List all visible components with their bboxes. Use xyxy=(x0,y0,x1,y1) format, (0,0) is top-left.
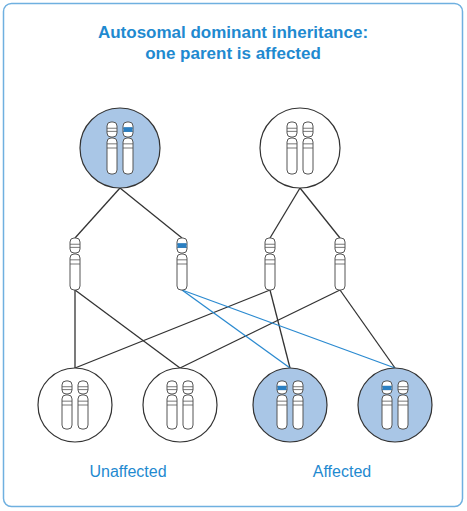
inheritance-line xyxy=(75,290,180,368)
group-label: Affected xyxy=(313,462,371,482)
chromosome xyxy=(107,122,117,174)
gamete-line xyxy=(75,188,120,238)
chromosome xyxy=(398,381,408,429)
inheritance-line xyxy=(180,290,340,368)
mutation-band xyxy=(383,386,392,390)
person-circle xyxy=(253,368,327,442)
gamete-line xyxy=(120,188,182,238)
chromosome xyxy=(287,122,297,174)
chromosome xyxy=(303,122,313,174)
person-circle xyxy=(38,368,112,442)
mutation-band xyxy=(178,243,187,248)
inheritance-line xyxy=(340,290,395,368)
mutation-band xyxy=(278,386,287,390)
chromosome xyxy=(177,238,187,290)
group-label: Unaffected xyxy=(89,462,166,482)
chromosome xyxy=(78,381,88,429)
frame xyxy=(4,4,463,507)
person-circle xyxy=(260,108,340,188)
inheritance-line xyxy=(74,290,75,368)
chromosome xyxy=(70,238,80,290)
chromosome xyxy=(123,122,133,174)
inheritance-line xyxy=(75,290,270,368)
chromosome xyxy=(167,381,177,429)
chromosome xyxy=(277,381,287,429)
chromosome xyxy=(335,238,345,290)
gamete-line xyxy=(300,188,340,238)
affected-inheritance-line xyxy=(182,290,395,368)
chromosome xyxy=(382,381,392,429)
mutation-band xyxy=(124,127,133,132)
chromosome xyxy=(265,238,275,290)
person-circle xyxy=(143,368,217,442)
person-circle xyxy=(358,368,432,442)
chromosome xyxy=(183,381,193,429)
person-circle xyxy=(80,108,160,188)
gamete-line xyxy=(270,188,300,238)
chromosome xyxy=(293,381,303,429)
chromosome xyxy=(62,381,72,429)
affected-inheritance-line xyxy=(182,290,290,368)
diagram-title: Autosomal dominant inheritance: one pare… xyxy=(88,22,378,64)
